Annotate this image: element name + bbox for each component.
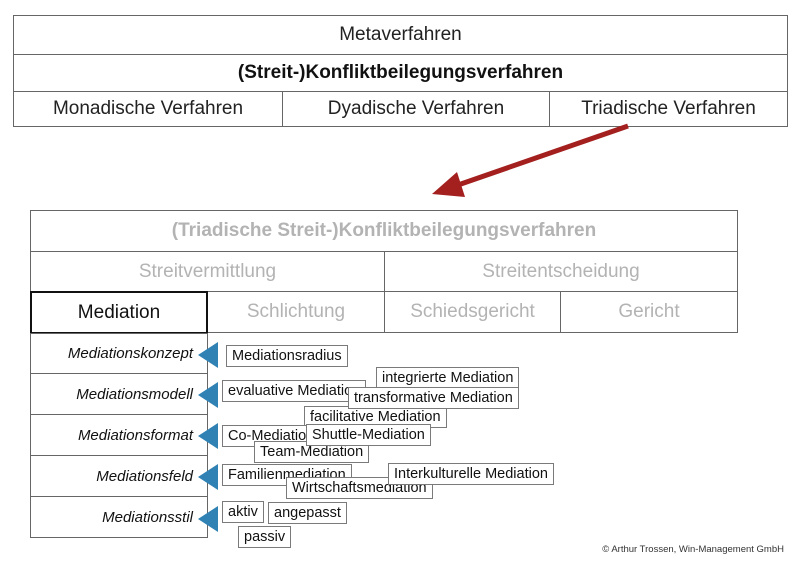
method-schlichtung: Schlichtung — [207, 291, 385, 333]
pointer-icon — [198, 342, 218, 368]
aspect-mediationsmodell: Mediationsmodell — [30, 373, 208, 415]
tag-team-mediation: Team-Mediation — [254, 441, 370, 463]
aspect-mediationsstil: Mediationsstil — [30, 496, 208, 538]
copyright-notice: © Arthur Trossen, Win-Management GmbH — [602, 544, 784, 555]
tag-shuttle-mediation: Shuttle-Mediation — [306, 424, 431, 446]
method-gericht: Gericht — [560, 291, 738, 333]
aspect-mediationsfeld: Mediationsfeld — [30, 455, 208, 497]
tag-integrierte-mediation: integrierte Mediation — [376, 367, 520, 389]
tag-interkulturelle-mediation: Interkulturelle Mediation — [388, 463, 554, 485]
tag-mediationsradius: Mediationsradius — [226, 345, 348, 367]
tag-angepasst: angepasst — [268, 502, 347, 524]
pointer-icon — [198, 382, 218, 408]
tag-aktiv: aktiv — [222, 501, 264, 523]
aspect-mediationskonzept: Mediationskonzept — [30, 333, 208, 374]
group-streitentscheidung: Streitentscheidung — [384, 251, 738, 292]
aspect-mediationsformat: Mediationsformat — [30, 414, 208, 456]
group-streitvermittlung: Streitvermittlung — [30, 251, 385, 292]
tag-transformative-mediation: transformative Mediation — [348, 387, 519, 409]
triadic-cell: Triadische Verfahren — [549, 91, 788, 127]
triadic-conflict-title: (Triadische Streit-)Konfliktbeilegungsve… — [30, 210, 738, 252]
tag-evaluative-mediation: evaluative Mediation — [222, 380, 367, 402]
tag-passiv: passiv — [238, 526, 292, 548]
pointer-icon — [198, 506, 218, 532]
method-mediation: Mediation — [30, 291, 208, 334]
method-schiedsgericht: Schiedsgericht — [384, 291, 561, 333]
pointer-icon — [198, 464, 218, 490]
pointer-icon — [198, 423, 218, 449]
tag-facilitative-mediation: facilitative Mediation — [304, 406, 447, 428]
